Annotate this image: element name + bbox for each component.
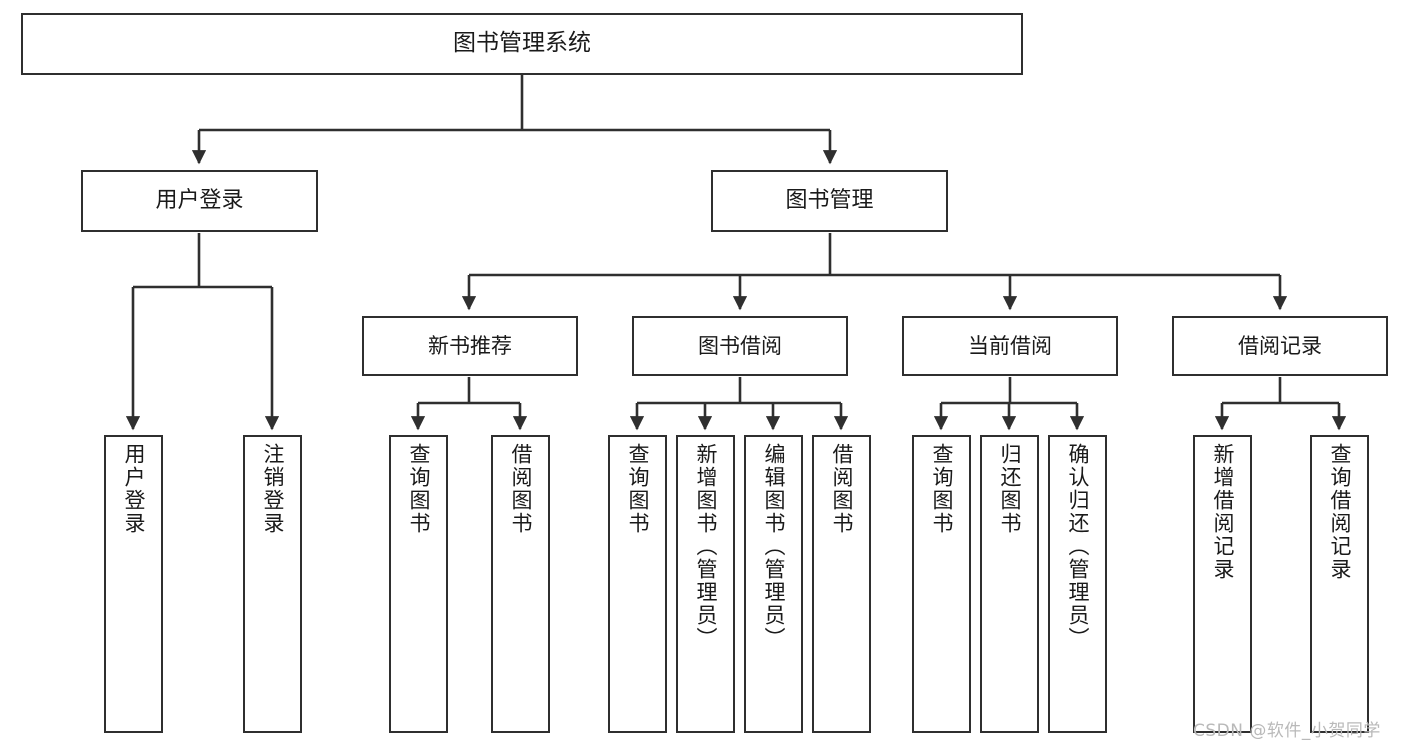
leaf-add-record[interactable]: 新增借阅记录 [1193, 435, 1252, 733]
node-book-borrow-label: 图书借阅 [698, 333, 782, 358]
node-borrow-record[interactable]: 借阅记录 [1172, 316, 1388, 376]
node-root-system-label: 图书管理系统 [453, 30, 591, 57]
leaf-user-login[interactable]: 用户登录 [104, 435, 163, 733]
leaf-borrow-book-2-label: 借阅图书 [830, 443, 854, 535]
leaf-borrow-book-2[interactable]: 借阅图书 [812, 435, 871, 733]
node-book-borrow[interactable]: 图书借阅 [632, 316, 848, 376]
leaf-query-book-3-label: 查询图书 [930, 443, 954, 535]
leaf-query-book-1-label: 查询图书 [407, 443, 431, 535]
node-new-book-recommend-label: 新书推荐 [428, 333, 512, 358]
leaf-logout-login[interactable]: 注销登录 [243, 435, 302, 733]
leaf-query-book-2-label: 查询图书 [626, 443, 650, 535]
node-new-book-recommend[interactable]: 新书推荐 [362, 316, 578, 376]
leaf-query-record-label: 查询借阅记录 [1328, 443, 1352, 581]
leaf-borrow-book-1-label: 借阅图书 [509, 443, 533, 535]
csdn-watermark: CSDN @软件_小贺同学 [1193, 721, 1381, 741]
leaf-add-record-label: 新增借阅记录 [1211, 443, 1235, 581]
node-user-login-label: 用户登录 [155, 188, 244, 214]
leaf-user-login-label: 用户登录 [122, 443, 146, 535]
leaf-query-book-1[interactable]: 查询图书 [389, 435, 448, 733]
leaf-confirm-return-label: 确认归还（管理员） [1066, 443, 1090, 650]
leaf-confirm-return[interactable]: 确认归还（管理员） [1048, 435, 1107, 733]
node-book-manage-label: 图书管理 [785, 188, 874, 214]
leaf-return-book[interactable]: 归还图书 [980, 435, 1039, 733]
leaf-query-book-3[interactable]: 查询图书 [912, 435, 971, 733]
node-root-system[interactable]: 图书管理系统 [21, 13, 1023, 75]
node-current-borrow[interactable]: 当前借阅 [902, 316, 1118, 376]
leaf-logout-login-label: 注销登录 [261, 443, 285, 535]
leaf-query-book-2[interactable]: 查询图书 [608, 435, 667, 733]
node-book-manage[interactable]: 图书管理 [711, 170, 948, 232]
node-borrow-record-label: 借阅记录 [1238, 333, 1322, 358]
leaf-borrow-book-1[interactable]: 借阅图书 [491, 435, 550, 733]
leaf-edit-book[interactable]: 编辑图书（管理员） [744, 435, 803, 733]
leaf-edit-book-label: 编辑图书（管理员） [762, 443, 786, 650]
leaf-add-book[interactable]: 新增图书（管理员） [676, 435, 735, 733]
leaf-return-book-label: 归还图书 [998, 443, 1022, 535]
leaf-query-record[interactable]: 查询借阅记录 [1310, 435, 1369, 733]
leaf-add-book-label: 新增图书（管理员） [694, 443, 718, 650]
node-current-borrow-label: 当前借阅 [968, 333, 1052, 358]
node-user-login[interactable]: 用户登录 [81, 170, 318, 232]
